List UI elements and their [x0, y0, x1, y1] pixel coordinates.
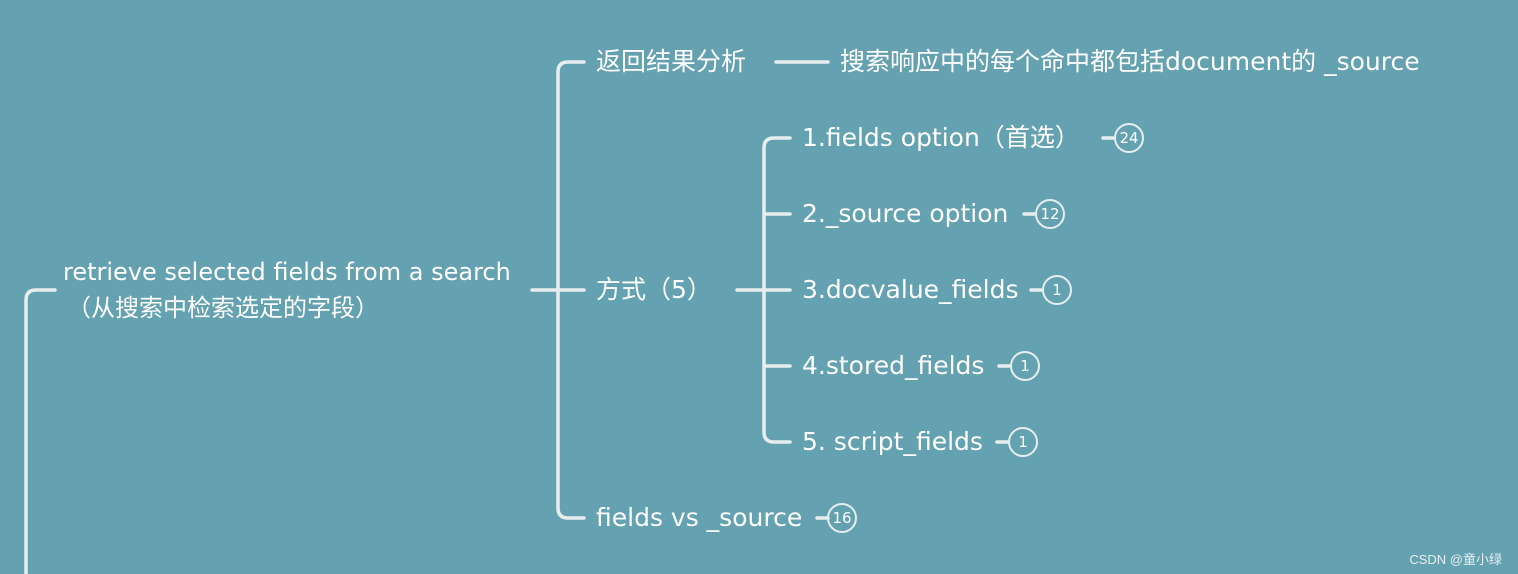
method-item-4[interactable]: 4.stored_fields [802, 351, 985, 380]
method-item-2[interactable]: 2._source option [802, 199, 1009, 228]
method-item-1-count-badge[interactable]: 24 [1114, 123, 1144, 153]
method-item-3-count-badge[interactable]: 1 [1042, 275, 1072, 305]
branch-methods[interactable]: 方式（5） [596, 275, 712, 304]
method-item-4-count-badge[interactable]: 1 [1010, 351, 1040, 381]
method-item-5[interactable]: 5. script_fields [802, 427, 983, 456]
branch-bracket [556, 60, 586, 520]
method-item-3[interactable]: 3.docvalue_fields [802, 275, 1019, 304]
method-item-2-count-badge[interactable]: 12 [1035, 199, 1065, 229]
method-item-1[interactable]: 1.fields option（首选） [802, 123, 1080, 152]
root-node[interactable]: retrieve selected fields from a search （… [63, 254, 511, 326]
root-connector [24, 288, 57, 574]
root-title: retrieve selected fields from a search [63, 258, 511, 286]
methods-bracket [762, 136, 792, 444]
method-item-5-count-badge[interactable]: 1 [1008, 427, 1038, 457]
root-subtitle: （从搜索中检索选定的字段） [67, 294, 379, 322]
watermark: CSDN @童小绿 [1409, 552, 1502, 567]
branch-return-analysis[interactable]: 返回结果分析 [596, 47, 747, 76]
branch-fields-vs-source-count-badge[interactable]: 16 [827, 503, 857, 533]
branch-fields-vs-source[interactable]: fields vs _source [596, 503, 803, 532]
return-analysis-child[interactable]: 搜索响应中的每个命中都包括document的 _source [840, 47, 1420, 76]
